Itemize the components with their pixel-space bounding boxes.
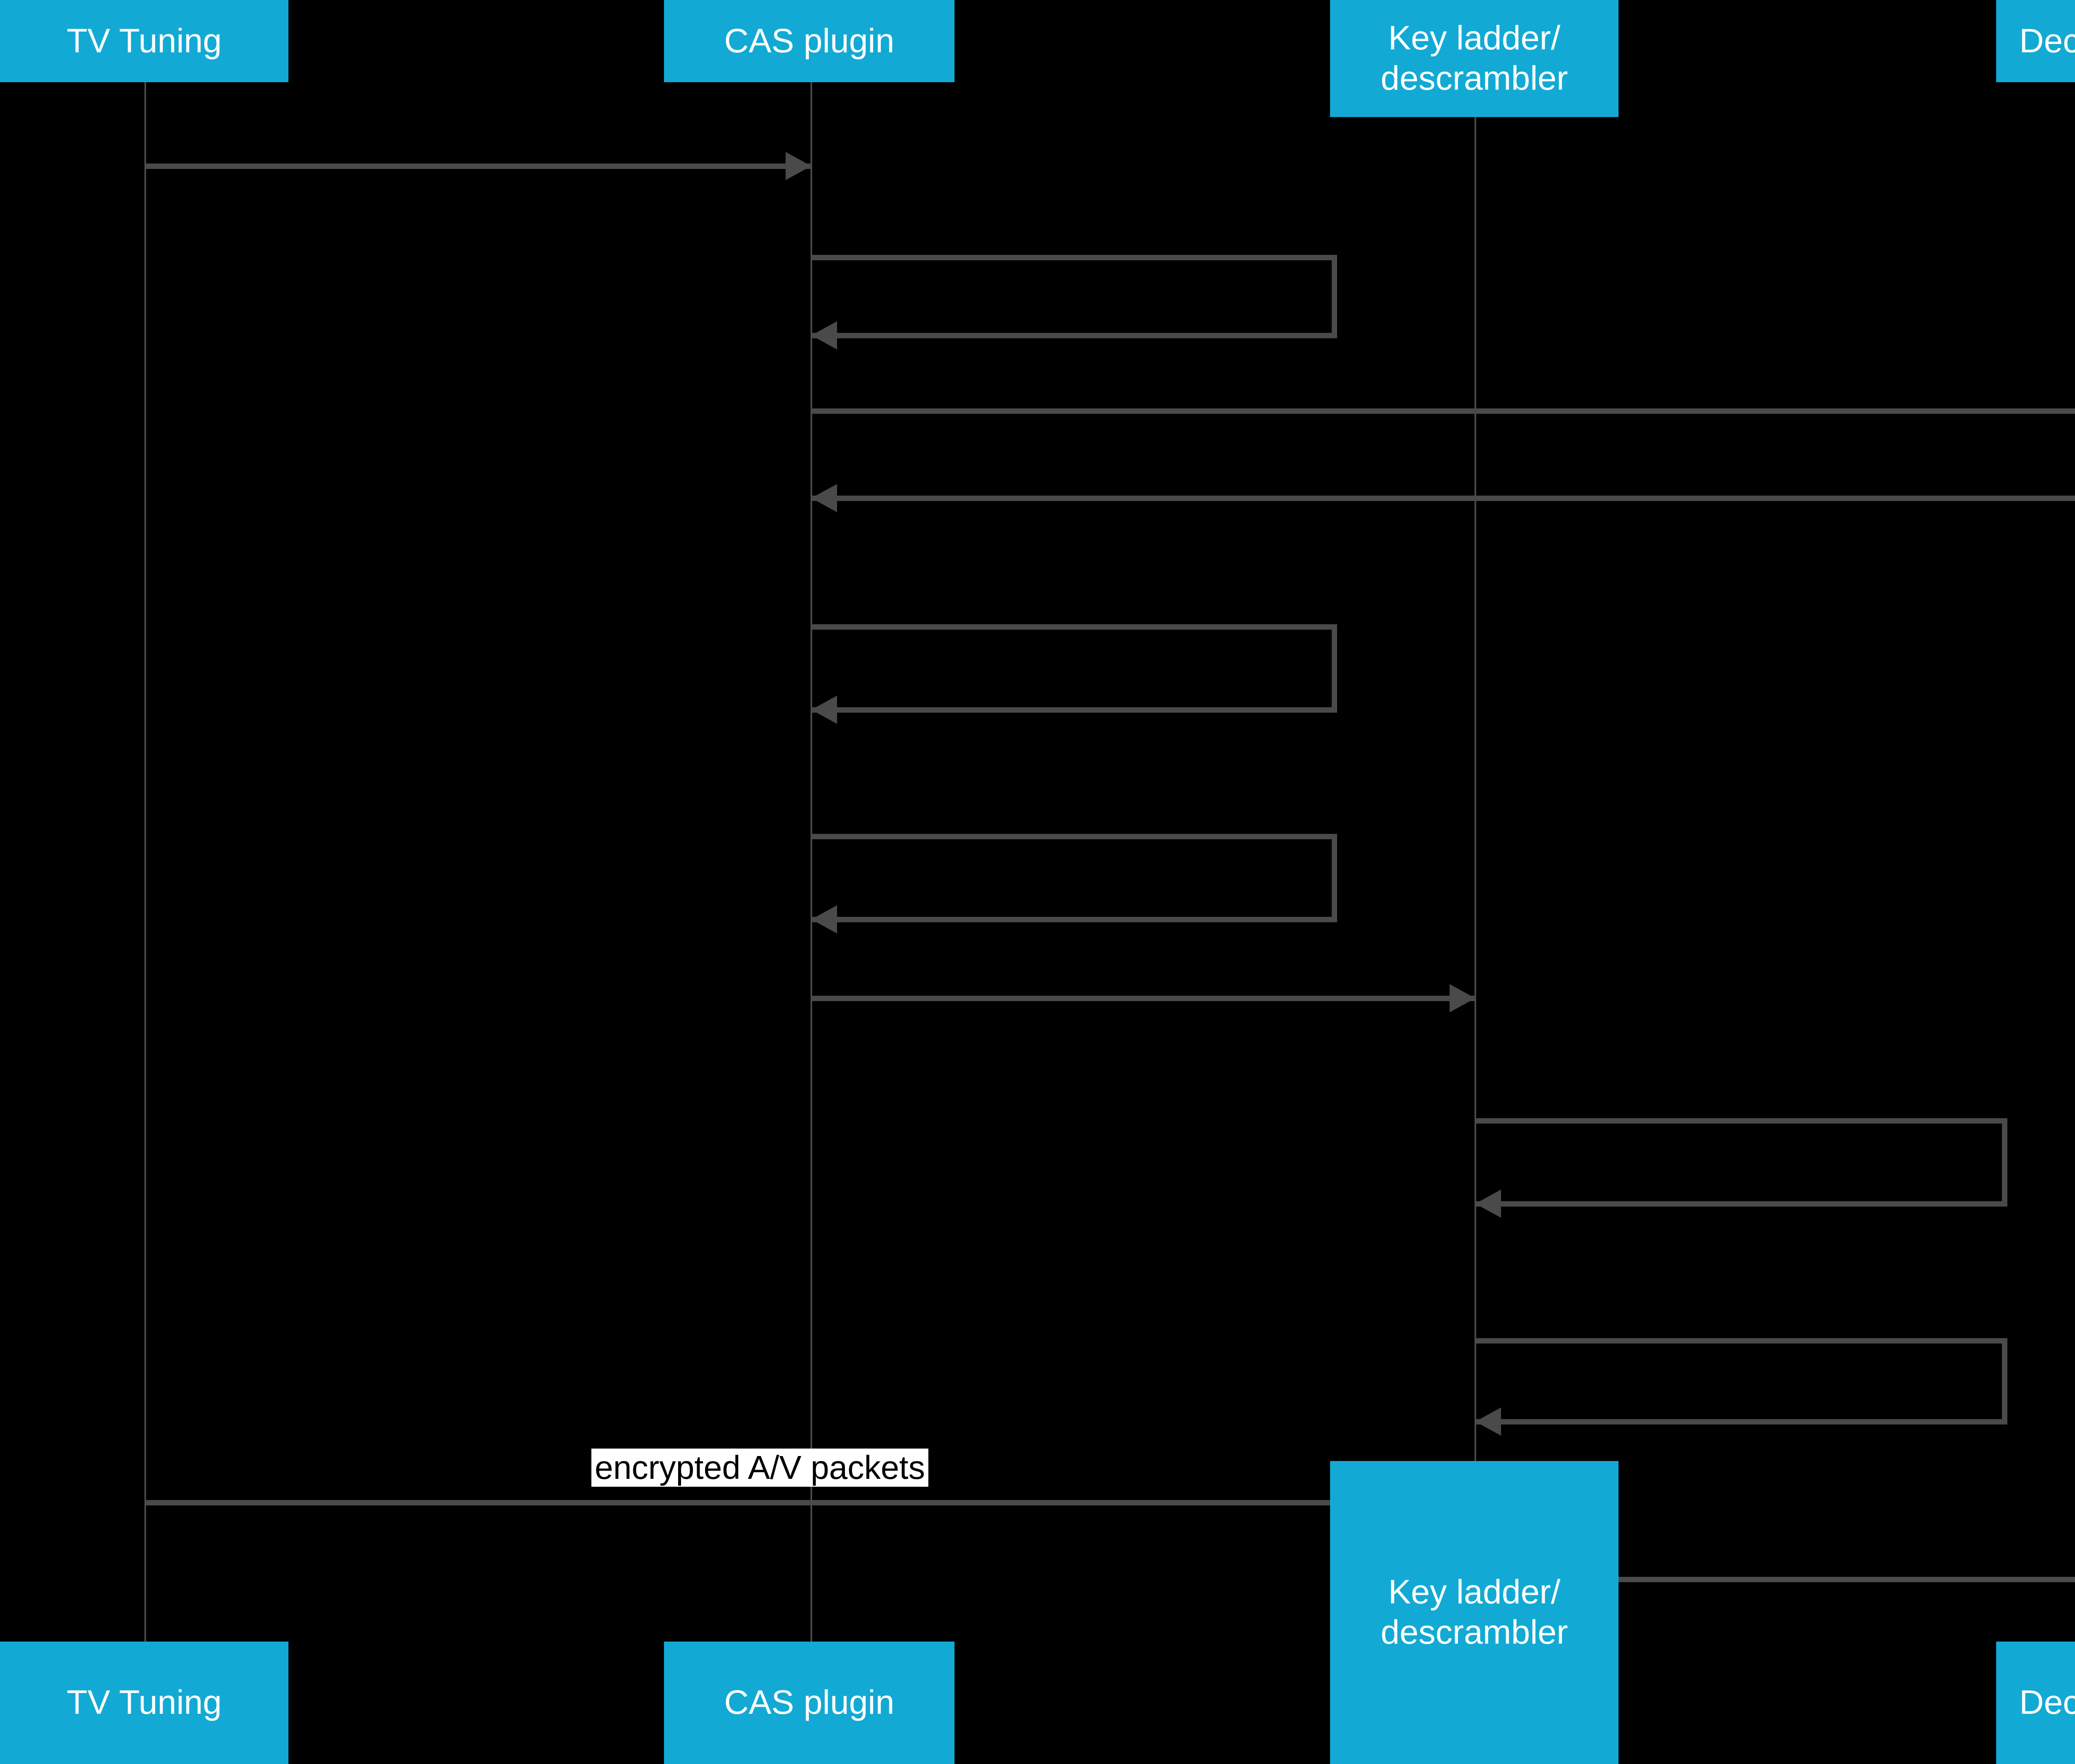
selfloop-top-6 — [811, 833, 1334, 839]
message-line-4 — [811, 495, 2075, 501]
actor-box-dec-top[interactable]: Decode, display — [1996, 0, 2075, 82]
lifeline-kld — [1474, 117, 1476, 1461]
actor-label-cas: CAS plugin — [724, 1683, 895, 1722]
actor-box-kld-top[interactable]: Key ladder/descrambler — [1330, 0, 1618, 117]
lifeline-cas — [810, 82, 812, 1642]
message-label-2 — [687, 212, 693, 217]
lifeline-tv — [144, 82, 146, 1642]
message-label-9 — [1351, 1295, 1357, 1300]
message-label-5 — [687, 581, 693, 586]
actor-box-cas-top[interactable]: CAS plugin — [664, 0, 954, 82]
message-label-1 — [354, 120, 361, 125]
message-line-11 — [1475, 1576, 2075, 1582]
actor-label-cas: CAS plugin — [724, 22, 895, 60]
actor-label-tv: TV Tuning — [66, 22, 222, 60]
arrowhead-9 — [1475, 1407, 1501, 1436]
message-line-1 — [145, 163, 811, 169]
arrowhead-5 — [811, 696, 837, 724]
selfloop-side-9 — [2002, 1338, 2007, 1424]
selfloop-top-5 — [811, 624, 1334, 630]
message-label-11 — [1683, 1534, 1689, 1539]
actor-box-cas-bottom[interactable]: CAS plugin — [664, 1642, 954, 1764]
selfloop-top-9 — [1475, 1338, 2004, 1344]
arrowhead-4 — [811, 484, 837, 512]
selfloop-bottom-2 — [811, 332, 1334, 338]
message-label-7 — [1019, 953, 1025, 958]
selfloop-side-8 — [2002, 1118, 2007, 1207]
actor-label-dec: Decode, display — [2019, 22, 2075, 60]
arrowhead-8 — [1475, 1190, 1501, 1218]
actor-label-tv: TV Tuning — [66, 1683, 222, 1722]
arrowhead-1 — [786, 152, 811, 180]
message-label-4 — [1538, 452, 1545, 457]
arrowhead-7 — [1450, 984, 1475, 1012]
actor-box-kld-bottom[interactable]: Key ladder/descrambler — [1330, 1461, 1618, 1764]
selfloop-side-2 — [1331, 254, 1337, 338]
message-label-8 — [1351, 1075, 1357, 1080]
selfloop-side-5 — [1331, 624, 1337, 713]
selfloop-top-2 — [811, 254, 1334, 260]
message-label-6 — [687, 791, 693, 796]
actor-label-dec: Decode, display — [2019, 1683, 2075, 1722]
message-label-10: encrypted A/V packets — [591, 1449, 929, 1487]
message-line-7 — [811, 995, 1475, 1001]
selfloop-top-8 — [1475, 1118, 2004, 1124]
actor-box-tv-bottom[interactable]: TV Tuning — [0, 1642, 288, 1764]
actor-box-dec-bottom[interactable]: Decode, display — [1996, 1642, 2075, 1764]
arrowhead-6 — [811, 905, 837, 933]
message-line-3 — [811, 408, 2075, 414]
actor-label-kld: Key ladder/descrambler — [1380, 19, 1568, 97]
arrowhead-2 — [811, 321, 837, 349]
selfloop-bottom-5 — [811, 707, 1334, 713]
actor-label-kld: Key ladder/descrambler — [1380, 1573, 1568, 1651]
selfloop-bottom-9 — [1475, 1419, 2004, 1424]
message-label-3 — [1538, 365, 1545, 370]
selfloop-bottom-8 — [1475, 1201, 2004, 1207]
selfloop-bottom-6 — [811, 916, 1334, 922]
message-line-10 — [145, 1500, 1475, 1505]
actor-box-tv-top[interactable]: TV Tuning — [0, 0, 288, 82]
selfloop-side-6 — [1331, 833, 1337, 922]
